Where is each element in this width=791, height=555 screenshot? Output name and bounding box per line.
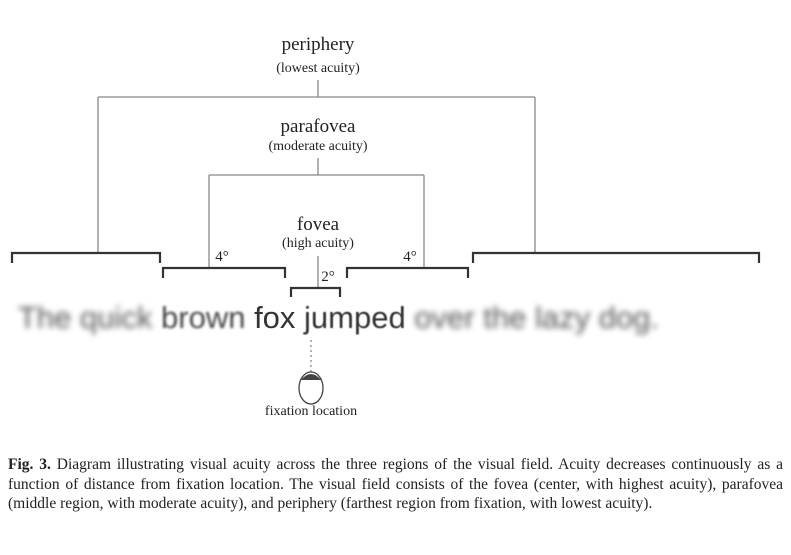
connector-lines xyxy=(97,80,536,288)
periphery-subtitle: (lowest acuity) xyxy=(276,61,360,76)
angle-right-label: 4° xyxy=(403,249,417,265)
periphery-connector xyxy=(97,80,536,252)
fixation-location-label: fixation location xyxy=(264,404,358,419)
fovea-subtitle: (high acuity) xyxy=(282,236,354,251)
sentence-far-left: The quick xyxy=(18,300,162,335)
bracket-periphery-left xyxy=(10,251,162,263)
eye-icon xyxy=(298,371,324,405)
sentence-near-left: brown xyxy=(161,300,255,335)
angle-left-label: 4° xyxy=(215,249,229,265)
angle-fovea-label: 2° xyxy=(321,269,335,285)
caption-label: Fig. 3. xyxy=(8,456,51,473)
example-sentence: The quick brown fox jumped over the lazy… xyxy=(18,300,778,336)
region-brackets xyxy=(10,251,761,297)
bracket-fovea xyxy=(289,286,342,297)
bracket-periphery-right xyxy=(471,251,761,263)
sentence-far-right: over the lazy dog. xyxy=(405,300,660,335)
sentence-near-right: jumped xyxy=(295,300,406,335)
sentence-fixated-word: fox xyxy=(254,300,296,335)
bracket-parafovea-right xyxy=(345,266,470,278)
bracket-parafovea-left xyxy=(161,266,287,278)
caption-text: Diagram illustrating visual acuity acros… xyxy=(8,456,783,513)
fovea-title: fovea xyxy=(296,214,340,235)
parafovea-title: parafovea xyxy=(280,116,356,137)
periphery-title: periphery xyxy=(281,34,355,55)
parafovea-subtitle: (moderate acuity) xyxy=(268,139,368,154)
figure-caption: Fig. 3. Diagram illustrating visual acui… xyxy=(8,455,783,514)
parafovea-connector xyxy=(208,158,425,268)
